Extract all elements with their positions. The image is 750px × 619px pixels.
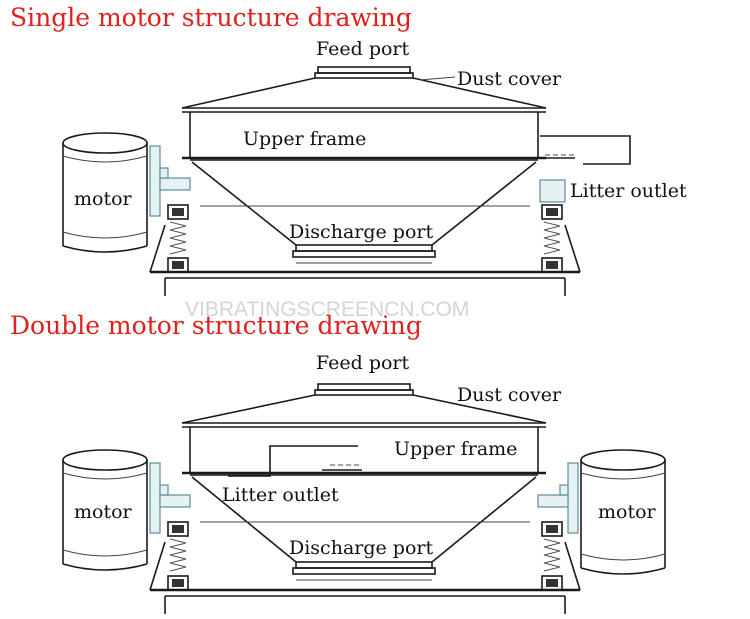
motor-brackets-double	[149, 462, 579, 537]
watermark: VIBRATINGSCREENCN.COM	[185, 298, 469, 321]
dust-cover-label-single: Dust cover	[457, 68, 562, 90]
base-single	[149, 224, 581, 296]
base-double	[149, 541, 581, 614]
feed-port-single	[314, 66, 414, 79]
single-motor-drawing: Single motor structure drawing Feed port…	[10, 3, 687, 296]
litter-outlet-label-single: Litter outlet	[570, 180, 687, 202]
feed-port-double	[314, 383, 414, 396]
motor-left-double	[62, 449, 148, 571]
litter-outlet-single	[540, 135, 631, 165]
motor-label-right: motor	[598, 501, 657, 523]
springs-double	[169, 538, 561, 572]
double-motor-drawing: Double motor structure drawing Feed port…	[10, 311, 666, 614]
dust-cover-single	[181, 76, 547, 113]
dust-cover-double	[181, 394, 547, 428]
discharge-port-label-double: Discharge port	[289, 537, 433, 559]
motor-label-left: motor	[74, 501, 133, 523]
motor-right-double	[580, 449, 666, 575]
motor-single	[62, 132, 148, 253]
hopper-double	[190, 474, 538, 563]
discharge-port-double	[292, 561, 436, 581]
feed-port-label-double: Feed port	[316, 352, 410, 374]
springs-single	[169, 221, 561, 255]
motor-bracket-single	[149, 145, 191, 220]
right-support-single	[539, 179, 566, 220]
single-motor-title: Single motor structure drawing	[10, 3, 412, 32]
upper-frame-single	[182, 112, 546, 160]
discharge-port-single	[292, 244, 436, 264]
litter-outlet-label-double: Litter outlet	[222, 484, 339, 506]
upper-frame-double	[182, 427, 546, 475]
double-motor-title: Double motor structure drawing	[10, 311, 422, 340]
dust-cover-label-double: Dust cover	[457, 384, 562, 406]
upper-frame-label-double: Upper frame	[394, 438, 517, 460]
hopper-single	[190, 159, 538, 246]
motor-label-single: motor	[74, 188, 133, 210]
upper-frame-label-single: Upper frame	[243, 128, 366, 150]
litter-outlet-double	[228, 445, 362, 477]
discharge-port-label-single: Discharge port	[289, 221, 433, 243]
feed-port-label-single: Feed port	[316, 38, 410, 60]
